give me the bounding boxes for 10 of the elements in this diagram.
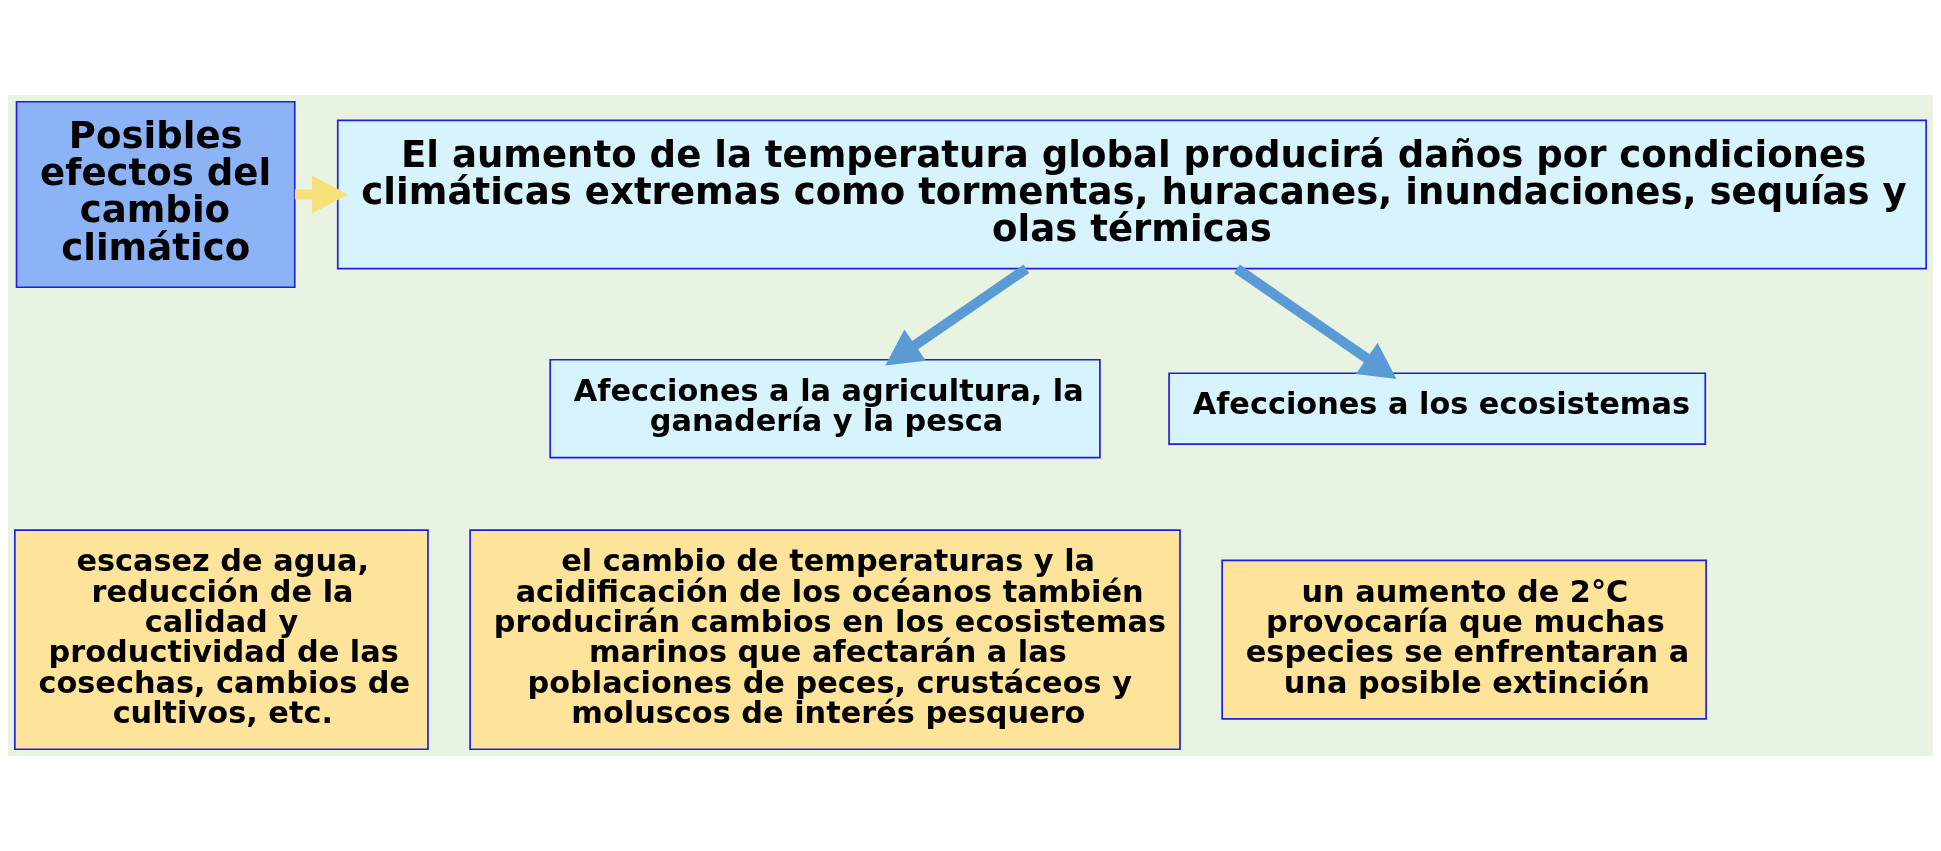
node-box: el cambio de temperaturas y la acidificación de los océanos también producirán cambios en los ecosistemas marinos que afectarán a las poblaciones de peces, crustáceos y moluscos de interés pesquero xyxy=(469,529,1181,751)
node-box: un aumento de 2°C provocaría que muchas especies se enfrentaran a una posible extinción xyxy=(1221,559,1707,720)
arrow xyxy=(885,264,1030,366)
node-box: Afecciones a los ecosistemas xyxy=(1168,372,1707,445)
arrow xyxy=(294,175,349,214)
node-box: escasez de agua, reducción de la calidad y productividad de las cosechas, cambios de cultivos, etc. xyxy=(14,529,429,751)
node-box: Posibles efectos del cambio climático xyxy=(15,100,296,289)
node-box: Afecciones a la agricultura, la ganadería y la pesca xyxy=(549,358,1101,459)
arrow xyxy=(1234,264,1397,379)
node-box: El aumento de la temperatura global producirá daños por condiciones climáticas extremas como tormentas, huracanes, inundaciones, sequías y olas térmicas xyxy=(336,119,1927,270)
